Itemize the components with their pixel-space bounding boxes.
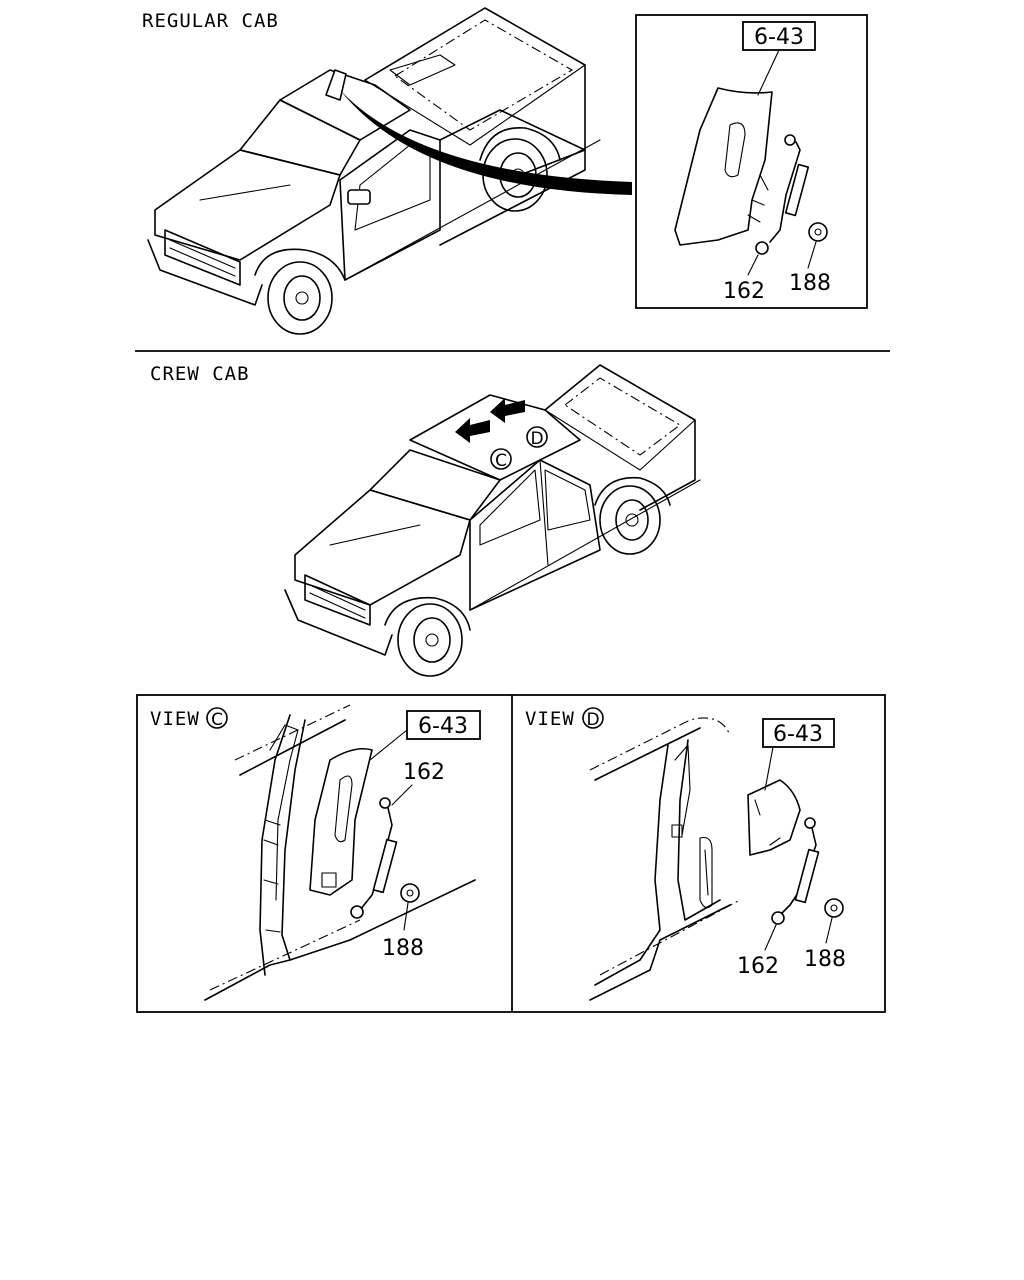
- regular-cab-part-162: 162: [723, 279, 765, 304]
- crew-cab-section: CREW CAB: [150, 363, 701, 677]
- regular-cab-ref-box: [742, 21, 816, 51]
- crew-cab-title: CREW CAB: [150, 363, 250, 385]
- crew-cab-truck-drawing: C D: [284, 364, 701, 677]
- view-d-ref-box: [762, 718, 835, 748]
- crew-cab-marker-c: [490, 448, 512, 470]
- regular-cab-detail-inset: 6-43 162 188: [635, 14, 868, 309]
- view-c-marker: [206, 707, 228, 729]
- crew-cab-marker-d-label: D: [530, 429, 543, 449]
- view-c-panel: VIEW C 6-43 162 188: [150, 704, 481, 1001]
- regular-cab-truck-drawing: [147, 7, 632, 335]
- regular-cab-section: REGULAR CAB: [142, 7, 868, 335]
- view-d-marker: [582, 707, 604, 729]
- regular-cab-part-188: 188: [789, 271, 831, 296]
- regular-cab-ref-label: 6-43: [754, 25, 804, 50]
- view-c-ref-box: [406, 710, 481, 740]
- view-d-part-162: 162: [737, 954, 779, 979]
- view-d-panel: VIEW D 6-43 162 188: [525, 707, 846, 1001]
- view-c-ref-label: 6-43: [418, 714, 468, 739]
- view-d-part-188: 188: [804, 947, 846, 972]
- view-c-part-162: 162: [403, 760, 445, 785]
- view-c-title: VIEW: [150, 708, 200, 730]
- view-c-marker-label: C: [211, 710, 223, 730]
- crew-cab-marker-d: [526, 426, 548, 448]
- view-c-part-188: 188: [382, 936, 424, 961]
- view-d-ref-label: 6-43: [773, 722, 823, 747]
- view-d-title: VIEW: [525, 708, 575, 730]
- regular-cab-title: REGULAR CAB: [142, 10, 279, 32]
- crew-cab-marker-c-label: C: [495, 451, 507, 471]
- view-d-marker-label: D: [586, 710, 599, 730]
